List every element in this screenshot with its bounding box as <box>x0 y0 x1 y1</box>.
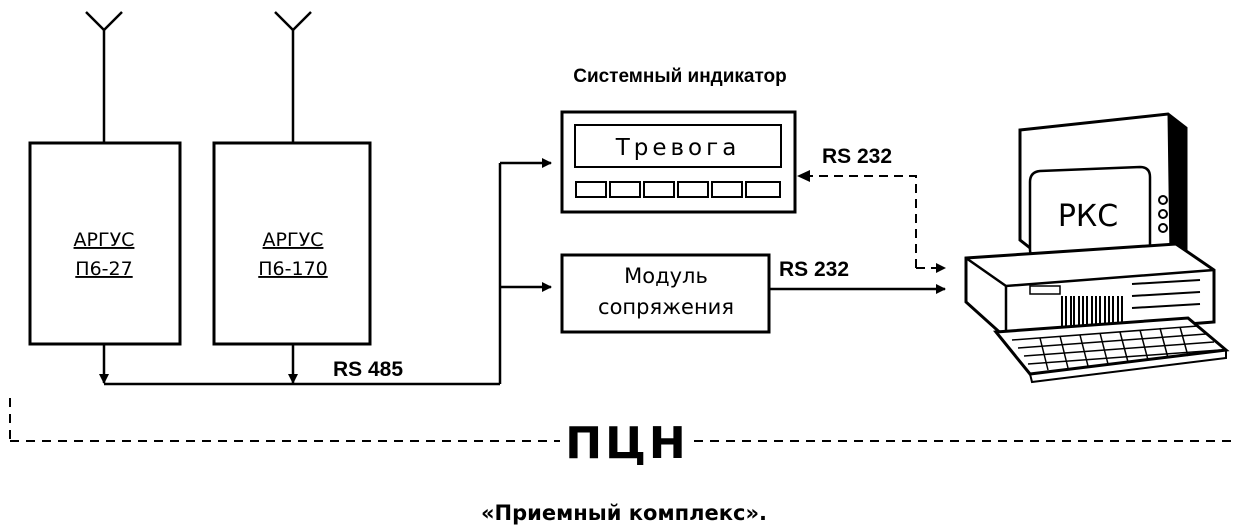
unit-name: АРГУС <box>263 229 324 251</box>
module-label-line2: сопряжения <box>598 295 734 319</box>
rs232-indicator-link <box>799 176 945 268</box>
module-link-label: RS 232 <box>779 258 849 281</box>
indicator-keys <box>576 182 780 197</box>
pcn-zone-label: ПЦН <box>565 418 688 469</box>
indicator-title: Системный индикатор <box>573 66 787 87</box>
indicator-key <box>678 182 708 197</box>
interface-module: Модуль сопряжения <box>562 255 769 332</box>
indicator-link-label: RS 232 <box>822 145 892 168</box>
module-label-line1: Модуль <box>624 264 708 288</box>
computer-icon <box>966 114 1226 382</box>
indicator-key <box>610 182 640 197</box>
unit-model: П6-170 <box>258 258 328 280</box>
bus-label: RS 485 <box>333 358 403 381</box>
unit-model: П6-27 <box>75 258 132 280</box>
antenna-icon <box>86 12 122 143</box>
indicator-key <box>746 182 780 197</box>
unit-name: АРГУС <box>74 229 135 251</box>
arrowhead-icon <box>797 170 810 182</box>
indicator-key <box>644 182 674 197</box>
computer-screen-label: РКС <box>1058 199 1118 234</box>
unit-argus-p6-27: АРГУС П6-27 <box>30 12 180 383</box>
indicator-key <box>712 182 742 197</box>
system-indicator: Системный индикатор Тревога <box>562 66 795 212</box>
antenna-icon <box>275 12 311 143</box>
indicator-display-text: Тревога <box>615 135 741 161</box>
unit-argus-p6-170: АРГУС П6-170 <box>214 12 370 383</box>
indicator-key <box>576 182 606 197</box>
figure-caption: «Приемный комплекс». <box>481 501 767 525</box>
